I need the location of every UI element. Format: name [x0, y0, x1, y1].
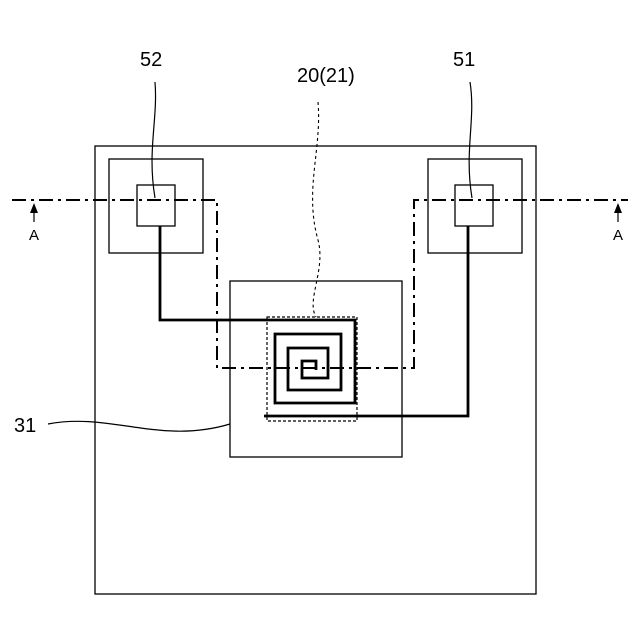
leader-51: [469, 82, 472, 198]
left-pad-outer: [109, 159, 203, 253]
right-pad-inner: [455, 185, 493, 226]
left-pad-inner: [137, 185, 175, 226]
label-section-right: A: [613, 227, 623, 244]
label-52: 52: [140, 49, 162, 71]
leader-31: [48, 421, 230, 431]
section-arrow-left: [30, 203, 38, 222]
label-31: 31: [14, 415, 36, 437]
label-20-21: 20(21): [297, 65, 355, 87]
leader-20-21: [313, 102, 320, 317]
leader-52: [152, 82, 156, 198]
right-pad-outer: [428, 159, 522, 253]
label-section-left: A: [29, 227, 39, 244]
label-51: 51: [453, 49, 475, 71]
section-arrow-right: [614, 203, 622, 222]
